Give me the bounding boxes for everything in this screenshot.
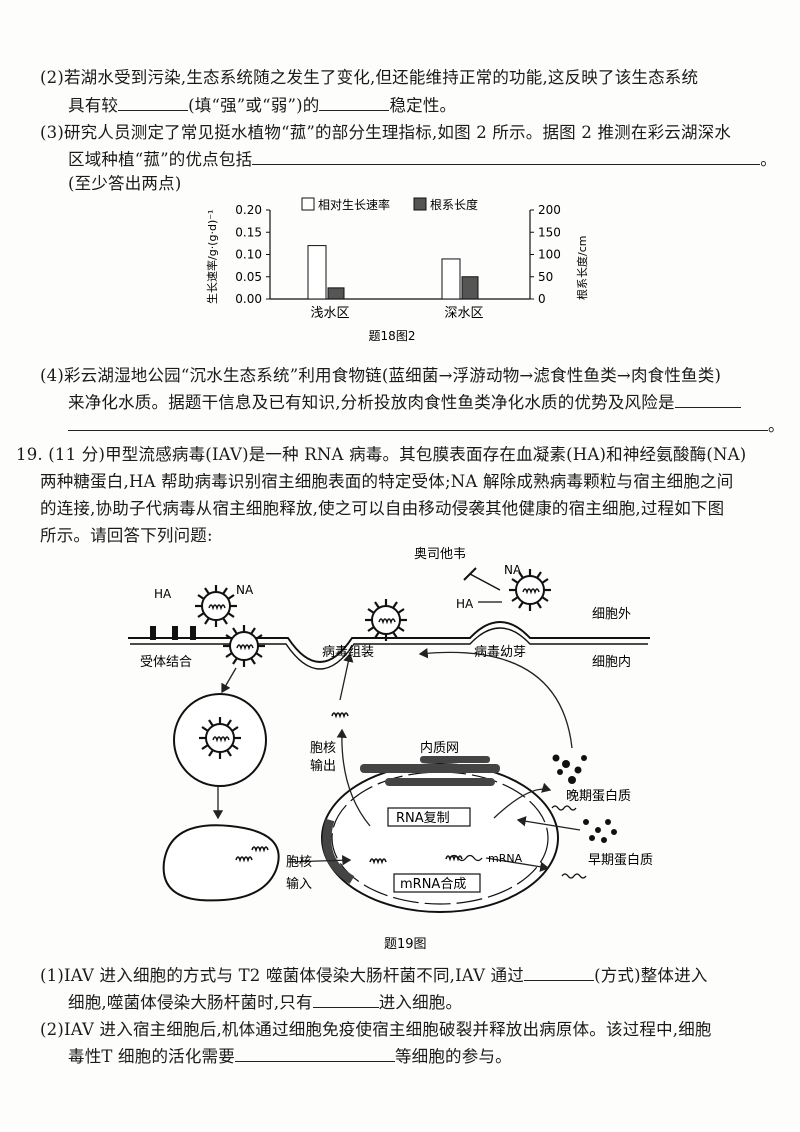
bar-root-length [461, 276, 479, 300]
virus-attach-icon [193, 583, 239, 629]
label-nuclear-import-2: 输入 [286, 876, 312, 892]
label-oseltamivir: 奥司他韦 [414, 547, 466, 562]
y-tick-label-left: 0.20 [235, 203, 262, 217]
q18-part4-line3: 。 [68, 412, 785, 436]
y-tick-label-left: 0.05 [235, 270, 262, 284]
q19-part2-text-a: 毒性T 细胞的活化需要 [68, 1047, 235, 1066]
label-nuclear-export-1: 胞核 [310, 741, 336, 756]
y-tick-label-right: 50 [538, 270, 553, 284]
legend-swatch-growth [301, 197, 315, 211]
label-early-protein: 早期蛋白质 [588, 852, 653, 868]
label-mrna-synthesis: mRNA合成 [400, 877, 466, 892]
q19-part2-line2: 毒性T 细胞的活化需要 等细胞的参与。 [68, 1043, 512, 1067]
q18-part4-line2: 来净化水质。据题干信息及已有知识,分析投放肉食性鱼类净化水质的优势及风险是 [68, 389, 741, 413]
label-virus-assembly: 病毒组装 [322, 645, 374, 660]
answer-blank[interactable] [68, 414, 768, 431]
y-tick-label-right: 150 [538, 225, 561, 239]
answer-blank[interactable] [252, 148, 761, 165]
answer-blank[interactable] [234, 1045, 395, 1062]
label-ha-left: HA [154, 587, 172, 601]
y-tick-label-left: 0.10 [235, 248, 262, 262]
q19-stem-line1: 19. (11 分)甲型流感病毒(IAV)是一种 RNA 病毒。其包膜表面存在血… [16, 445, 747, 464]
q18-part2-line2: 具有较 (填“强”或“弱”)的 稳定性。 [68, 92, 456, 116]
label-mrna: mRNA [488, 852, 523, 865]
y-tick-label-left: 0.15 [235, 225, 262, 239]
q19-part1-text-b: (方式)整体进入 [594, 966, 708, 985]
label-late-protein: 晚期蛋白质 [566, 788, 631, 804]
y-axis-label-right: 根系长度/cm [575, 236, 589, 300]
q19-stem-line4: 所示。请回答下列问题: [40, 526, 213, 545]
label-ha-right: HA [456, 597, 474, 611]
q19-stem-line2: 两种糖蛋白,HA 帮助病毒识别宿主细胞表面的特定受体;NA 解除成熟病毒颗粒与宿… [40, 472, 734, 491]
figure-18-2-caption: 题18图2 [369, 329, 416, 343]
y-tick-label-left: 0.00 [235, 292, 262, 306]
q19-part1-line1: (1)IAV 进入细胞的方式与 T2 噬菌体侵染大肠杆菌不同,IAV 通过 (方式… [40, 962, 708, 986]
legend-label-growth: 相对生长速率 [318, 197, 390, 212]
virus-endocytosis-icon [221, 623, 267, 669]
q18-part3-line1: (3)研究人员测定了常见挺水植物“菰”的部分生理指标,如图 2 所示。据图 2 … [40, 123, 732, 142]
early-protein-dots [583, 819, 617, 843]
q19-part2-line1: (2)IAV 进入宿主细胞后,机体通过细胞免疫使宿主细胞破裂并释放出病原体。该过… [40, 1020, 712, 1039]
q19-part1-text-d: 进入细胞。 [378, 993, 463, 1012]
answer-blank[interactable] [319, 94, 390, 111]
legend-label-root: 根系长度 [430, 197, 478, 212]
label-na-left: NA [236, 583, 254, 597]
label-er: 内质网 [420, 740, 459, 756]
label-virus-budding: 病毒幼芽 [474, 645, 526, 660]
y-axis-label-left: 生长速率/g·(g·d)⁻¹ [205, 210, 219, 304]
answer-blank[interactable] [524, 964, 595, 981]
answer-blank[interactable] [118, 94, 189, 111]
bar-relative-growth [441, 258, 461, 300]
q18-part4-line1: (4)彩云湖湿地公园“沉水生态系统”利用食物链(蓝细菌→浮游动物→滤食性鱼类→肉… [40, 366, 722, 385]
bar-relative-growth [307, 245, 327, 300]
label-na-right: NA [504, 563, 522, 577]
x-category-label: 浅水区 [310, 306, 349, 321]
y-tick-label-right: 100 [538, 248, 561, 262]
q18-part2-text-b: (填“强”或“弱”)的 [188, 96, 320, 115]
q19-part1-text-c: 细胞,噬菌体侵染大肠杆菌时,只有 [68, 993, 313, 1012]
late-protein-dots [552, 754, 587, 784]
q18-part3-text: 区域种植“菰”的优点包括 [68, 150, 253, 169]
q18-part4-end: 。 [768, 416, 785, 435]
virus-assembly-icon [363, 597, 409, 643]
label-intracellular: 细胞内 [592, 654, 631, 670]
q19-part2-text-b: 等细胞的参与。 [394, 1047, 512, 1066]
y-tick-label-right: 0 [538, 292, 546, 306]
x-category-label: 深水区 [444, 306, 483, 321]
q18-part2-text-a: 具有较 [68, 96, 119, 115]
q18-part3-end: 。 [760, 150, 777, 169]
q19-stem-line3: 的连接,协助子代病毒从宿主细胞释放,使之可以自由移动侵袭其他健康的宿主细胞,过程… [40, 499, 725, 518]
y-tick-label-right: 200 [538, 203, 561, 217]
q18-part3-line2: 区域种植“菰”的优点包括 。 [68, 146, 777, 170]
label-nuclear-export-2: 输出 [310, 758, 336, 774]
bar-root-length [327, 287, 345, 300]
q18-part4-text: 来净化水质。据题干信息及已有知识,分析投放肉食性鱼类净化水质的优势及风险是 [68, 393, 675, 412]
label-nuclear-import-1: 胞核 [286, 855, 312, 870]
q18-part2-text-c: 稳定性。 [389, 96, 457, 115]
legend-swatch-root [413, 197, 427, 211]
receptor-icons [150, 626, 196, 640]
label-rna-replication: RNA复制 [396, 811, 450, 826]
q19-part1-line2: 细胞,噬菌体侵染大肠杆菌时,只有 进入细胞。 [68, 989, 462, 1013]
q18-part2-line1: (2)若湖水受到污染,生态系统随之发生了变化,但还能维持正常的功能,这反映了该生… [40, 68, 699, 87]
figure-19-caption: 题19图 [384, 937, 427, 952]
answer-blank[interactable] [674, 391, 741, 408]
q18-part3-line3: (至少答出两点) [68, 174, 182, 193]
q19-part1-text-a: (1)IAV 进入细胞的方式与 T2 噬菌体侵染大肠杆菌不同,IAV 通过 [40, 966, 525, 985]
label-extracellular: 细胞外 [592, 607, 631, 622]
label-receptor-binding: 受体结合 [140, 655, 192, 670]
answer-blank[interactable] [312, 991, 379, 1008]
